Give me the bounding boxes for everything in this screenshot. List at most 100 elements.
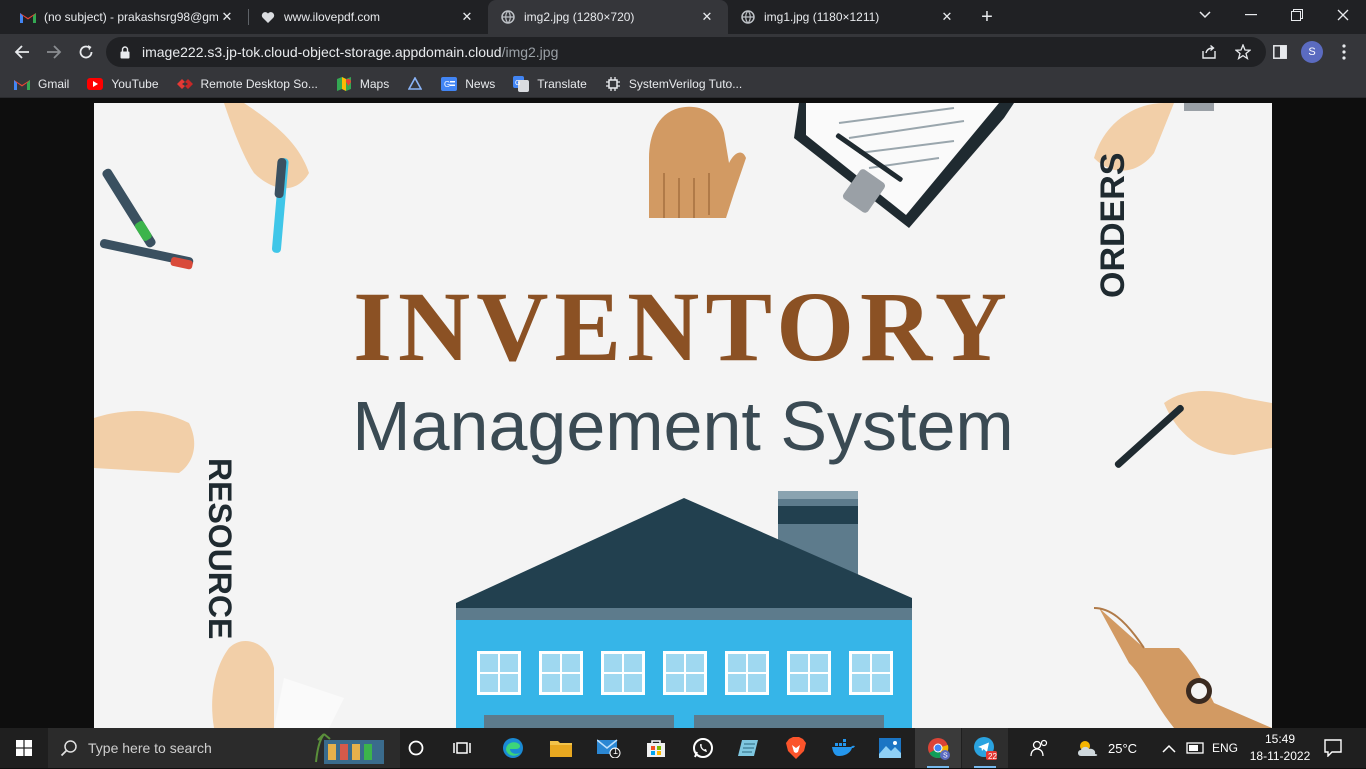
raised-hand-illustration xyxy=(649,106,746,218)
share-icon[interactable] xyxy=(1200,43,1218,61)
address-bar[interactable]: image222.s3.jp-tok.cloud-object-storage.… xyxy=(106,37,1266,67)
building-window xyxy=(787,651,831,695)
people-icon[interactable] xyxy=(1030,728,1050,768)
task-view-icon[interactable] xyxy=(439,728,485,768)
writing-hand-illustration xyxy=(1114,391,1272,468)
restore-icon[interactable] xyxy=(1274,0,1320,30)
profile-avatar[interactable]: S xyxy=(1301,41,1323,63)
mail-icon[interactable]: 1 xyxy=(586,728,632,768)
svg-text:S: S xyxy=(943,753,948,760)
bookmark-youtube[interactable]: YouTube xyxy=(87,76,159,92)
tab-img2[interactable]: img2.jpg (1280×720) ✕ xyxy=(488,0,728,34)
youtube-icon xyxy=(87,76,104,92)
lock-icon[interactable] xyxy=(118,45,132,59)
clock-date: 18-11-2022 xyxy=(1249,749,1311,763)
clock[interactable]: 15:49 18-11-2022 xyxy=(1244,731,1316,765)
windows-start-icon[interactable] xyxy=(0,728,48,768)
bookmark-label: Maps xyxy=(359,76,390,91)
bookmark-label: Remote Desktop So... xyxy=(200,76,318,91)
bookmark-gmail[interactable]: Gmail xyxy=(14,76,69,92)
building-window xyxy=(477,651,521,695)
tab-gmail[interactable]: (no subject) - prakashsrg98@gm ✕ xyxy=(8,0,248,34)
mail-badge: 1 xyxy=(613,746,619,756)
tab-img1[interactable]: img1.jpg (1180×1211) ✕ xyxy=(728,0,968,34)
url-path: /img2.jpg xyxy=(501,44,559,60)
globe-icon xyxy=(500,9,516,25)
weather-widget[interactable]: 25°C xyxy=(1076,728,1137,768)
svg-text:G: G xyxy=(444,80,450,89)
remote-desktop-icon xyxy=(176,76,193,92)
image-title: INVENTORY xyxy=(353,271,1013,382)
warehouse-illustration xyxy=(456,491,912,728)
telegram-icon[interactable]: 22 xyxy=(962,728,1008,768)
notes-app-icon[interactable] xyxy=(726,728,772,768)
tray-chevron-up-icon[interactable] xyxy=(1162,728,1176,768)
tab-title: img2.jpg (1280×720) xyxy=(524,10,635,24)
hand-with-marker-illustration xyxy=(224,103,309,253)
docker-icon[interactable] xyxy=(820,728,866,768)
side-panel-icon[interactable] xyxy=(1266,38,1294,66)
bookmark-star-icon[interactable] xyxy=(1234,43,1252,61)
language-label: ENG xyxy=(1212,741,1239,755)
notifications-icon[interactable] xyxy=(1324,728,1342,768)
photos-icon[interactable] xyxy=(867,728,913,768)
bookmark-drive[interactable] xyxy=(407,76,423,92)
tab-ilovepdf[interactable]: www.ilovepdf.com ✕ xyxy=(248,0,488,34)
tab-close-icon[interactable]: ✕ xyxy=(941,9,953,24)
taskbar-search-box[interactable]: Type here to search xyxy=(48,728,400,768)
store-icon[interactable] xyxy=(633,728,679,768)
reload-icon[interactable] xyxy=(72,38,100,66)
network-icon[interactable] xyxy=(1186,728,1204,768)
whatsapp-icon[interactable] xyxy=(680,728,726,768)
language-indicator[interactable]: ENG xyxy=(1212,728,1238,768)
translate-icon: G xyxy=(513,75,530,92)
edge-icon[interactable] xyxy=(490,728,536,768)
tab-title: www.ilovepdf.com xyxy=(284,10,381,24)
file-explorer-icon[interactable] xyxy=(538,728,584,768)
building-window xyxy=(601,651,645,695)
gmail-icon xyxy=(14,76,30,92)
resource-hand-illustration: RESOURCE xyxy=(94,411,344,728)
bookmark-remote-desktop[interactable]: Remote Desktop So... xyxy=(176,76,318,92)
bookmark-systemverilog[interactable]: SystemVerilog Tuto... xyxy=(605,76,742,92)
building-window xyxy=(849,651,893,695)
bookmark-label: News xyxy=(465,76,496,91)
tab-search-chevron-icon[interactable] xyxy=(1182,0,1228,30)
pointing-hand-illustration xyxy=(1093,607,1272,728)
tab-close-icon[interactable]: ✕ xyxy=(221,9,233,24)
close-window-icon[interactable] xyxy=(1320,0,1366,30)
building-window xyxy=(539,651,583,695)
image-subtitle: Management System xyxy=(352,387,1013,465)
bookmarks-bar: Gmail YouTube Remote Desktop So... Maps … xyxy=(0,70,1366,98)
back-arrow-icon[interactable] xyxy=(8,38,36,66)
clock-time: 15:49 xyxy=(1264,732,1296,746)
new-tab-plus-icon[interactable]: + xyxy=(981,6,993,28)
bookmark-translate[interactable]: G Translate xyxy=(513,75,587,92)
chrome-icon[interactable]: S xyxy=(915,728,961,768)
bookmark-news[interactable]: G News xyxy=(441,76,495,92)
svg-text:G: G xyxy=(515,80,520,87)
inventory-image[interactable]: ORDERS INVENTORY Management System RESOU… xyxy=(94,103,1272,728)
orders-hand-illustration: ORDERS xyxy=(1094,103,1174,298)
windows-row xyxy=(477,651,893,695)
minimize-icon[interactable] xyxy=(1228,0,1274,30)
tab-title: (no subject) - prakashsrg98@gm xyxy=(44,10,218,24)
tab-strip: (no subject) - prakashsrg98@gm ✕ www.ilo… xyxy=(0,0,1366,34)
more-menu-icon[interactable] xyxy=(1330,38,1358,66)
search-placeholder: Type here to search xyxy=(88,740,212,756)
bookmark-label: Gmail xyxy=(38,76,70,91)
tab-close-icon[interactable]: ✕ xyxy=(701,9,713,24)
heart-icon xyxy=(260,9,276,25)
bookmark-label: YouTube xyxy=(111,76,159,91)
systemverilog-icon xyxy=(605,76,621,92)
temperature: 25°C xyxy=(1108,740,1138,756)
bookmark-label: SystemVerilog Tuto... xyxy=(628,76,743,91)
tab-title: img1.jpg (1180×1211) xyxy=(764,10,880,24)
brave-icon[interactable] xyxy=(773,728,819,768)
cortana-circle-icon[interactable] xyxy=(393,728,439,768)
clipboard-illustration xyxy=(794,103,1014,228)
bookmark-maps[interactable]: Maps xyxy=(336,76,389,92)
tab-close-icon[interactable]: ✕ xyxy=(461,9,473,24)
doors xyxy=(484,715,884,728)
forward-arrow-icon[interactable] xyxy=(40,38,68,66)
